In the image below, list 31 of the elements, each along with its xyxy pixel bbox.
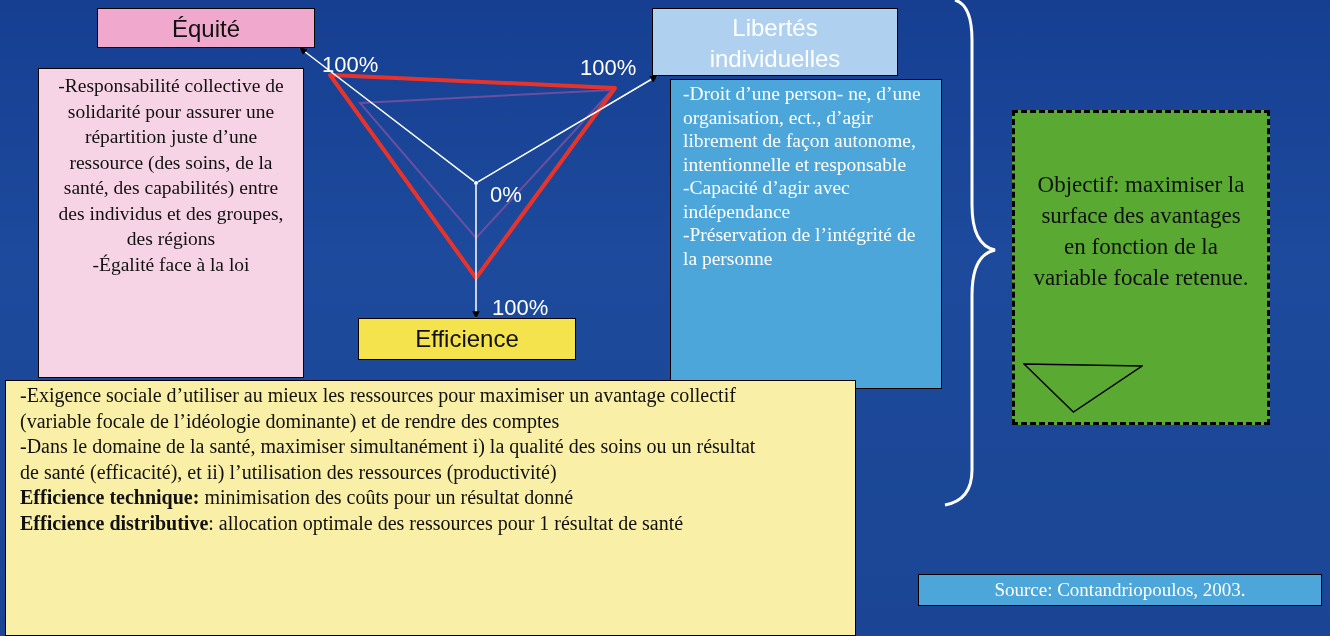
objective-panel <box>1012 110 1270 425</box>
bullet-text: Efficience technique: minimisation des coûts pour un résultat donné <box>20 485 575 511</box>
bullet-text: -Égalité face à la loi <box>91 252 251 277</box>
objective-text: Objectif: maximiser la surface des avantages en fonction de la variable focale retenue. <box>1032 171 1250 292</box>
percent-label: 100% <box>492 295 549 321</box>
bullet-text: Efficience distributive: allocation optimale des ressources pour 1 résultat de santé <box>20 510 685 536</box>
triangle-outline <box>1023 363 1143 413</box>
axis-origin-dot <box>474 181 478 185</box>
percent-label: 100% <box>322 52 379 78</box>
axis-arrow <box>472 184 480 319</box>
category-header <box>97 8 315 48</box>
bullet-text: -Exigence sociale d’utiliser au mieux les ressources pour maximiser un avantage collectif (variable focale de l’idéologie dominante) et de rendre des comptes <box>20 383 737 434</box>
header-text: Équité <box>170 15 242 43</box>
source-panel <box>918 574 1322 606</box>
source-text: Source: Contandriopoulos, 2003. <box>993 579 1247 601</box>
bullet-text: -Capacité d’agir avec indépendance <box>683 176 851 223</box>
axis-arrow <box>299 47 475 183</box>
header-text: Libertés individuelles <box>708 13 842 74</box>
bullet-text: -Responsabilité collective de solidarité pour assurer une répartition juste d’une ressource (des soins, de la santé, des capabilités) entre des individus et des groupes, des régions <box>57 74 285 251</box>
bullet-text: -Préservation de l’intégrité de la personne <box>683 223 917 270</box>
bullet-text: -Dans le domaine de la santé, maximiser simultanément i) la qualité des soins ou un résultat de santé (efficacité), et ii) l’utilisation des ressources (productivité) <box>20 434 757 485</box>
category-header <box>358 318 576 360</box>
description-panel <box>5 380 856 636</box>
axis-arrow <box>477 75 658 183</box>
description-panel <box>670 79 942 389</box>
header-text: Efficience <box>414 325 520 353</box>
percent-label: 0% <box>490 182 522 208</box>
bullet-text: -Droit d’une person- ne, d’une organisation, ect., d’agir librement de façon autonome, intentionnelle et responsable <box>683 82 922 176</box>
category-header <box>652 8 898 76</box>
percent-label: 100% <box>580 55 637 81</box>
description-panel <box>38 68 304 378</box>
